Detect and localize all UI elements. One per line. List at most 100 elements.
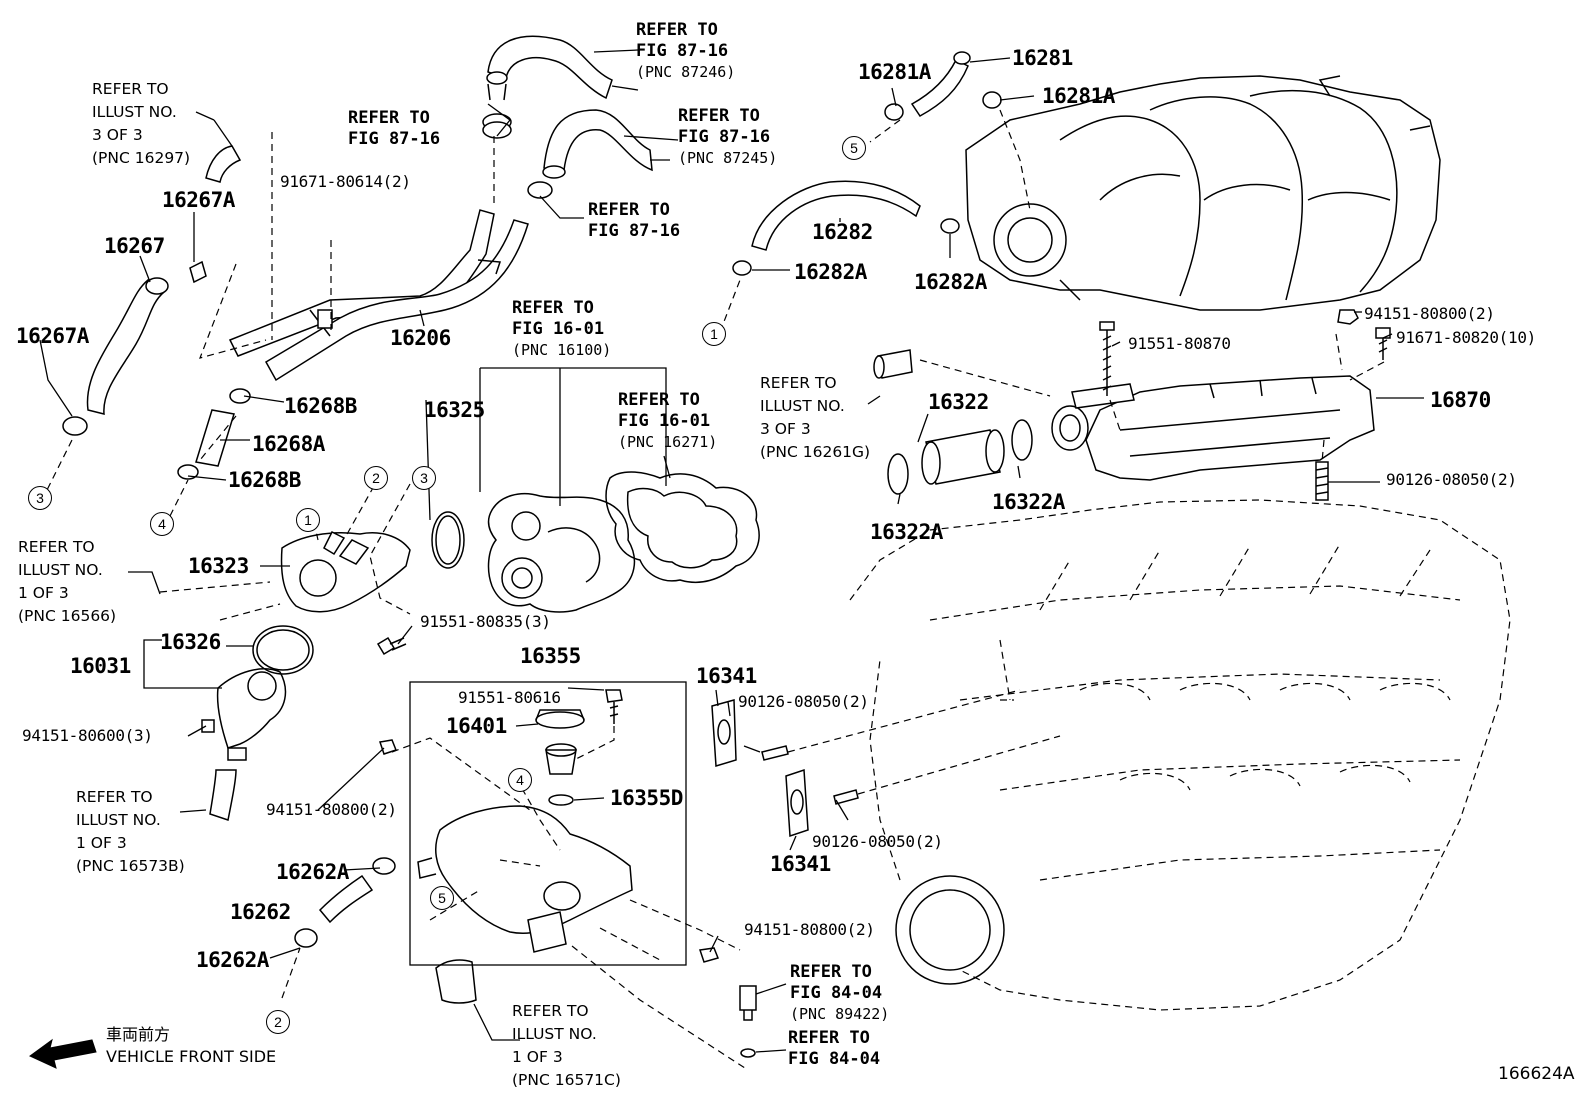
label-16322A-low[interactable]: 16322A (870, 520, 943, 544)
label-91551-80835[interactable]: 91551-80835(3) (420, 612, 551, 631)
circle-ref-3-left: 3 (28, 486, 52, 510)
label-16325[interactable]: 16325 (424, 398, 485, 422)
water-pump-gasket (605, 471, 760, 584)
hose-16282 (732, 180, 960, 276)
thermostat-16031 (201, 668, 287, 761)
water-pipe-16322 (887, 419, 1033, 495)
label-90126-08050-r[interactable]: 90126-08050(2) (1386, 470, 1517, 489)
temperature-sensor (739, 985, 757, 1058)
label-16262A-low[interactable]: 16262A (196, 948, 269, 972)
label-91551-80616[interactable]: 91551-80616 (458, 688, 561, 707)
hose-refer-16261G (873, 349, 913, 379)
circle-ref-2-bottom: 2 (266, 1010, 290, 1034)
label-16206[interactable]: 16206 (390, 326, 451, 350)
circle-ref-5-top: 5 (842, 136, 866, 160)
label-90126-08050-m1[interactable]: 90126-08050(2) (738, 692, 869, 711)
label-16355D[interactable]: 16355D (610, 786, 683, 810)
gasket-16341-lower (785, 768, 809, 838)
water-bypass-pipe (228, 209, 529, 382)
label-94151-80800-b[interactable]: 94151-80800(2) (744, 920, 875, 939)
label-94151-80800-tr[interactable]: 94151-80800(2) (1364, 304, 1495, 323)
label-16282A-right[interactable]: 16282A (914, 270, 987, 294)
label-16262[interactable]: 16262 (230, 900, 291, 924)
label-94151-80800-l[interactable]: 94151-80800(2) (266, 800, 397, 819)
label-16282A-left[interactable]: 16282A (794, 260, 867, 284)
dashed-guides (41, 109, 1385, 1071)
hose-16281 (884, 51, 1002, 121)
vehicle-front-jp: 車両前方 (106, 1025, 171, 1044)
label-16281A-left[interactable]: 16281A (858, 60, 931, 84)
o-ring-16325 (431, 511, 465, 569)
label-16341-low[interactable]: 16341 (770, 852, 831, 876)
hose-16262 (294, 857, 396, 948)
label-16326[interactable]: 16326 (160, 630, 221, 654)
engine-block (849, 499, 1511, 1011)
bolt-91551-80616 (605, 689, 623, 724)
assembly-box-16355 (409, 681, 687, 966)
bolts-right (1099, 309, 1391, 501)
gasket-16326 (252, 625, 314, 675)
label-16401[interactable]: 16401 (446, 714, 507, 738)
label-16341-top[interactable]: 16341 (696, 664, 757, 688)
label-16322[interactable]: 16322 (928, 390, 989, 414)
label-16268A[interactable]: 16268A (252, 432, 325, 456)
leader-lines (39, 49, 1424, 1053)
water-inlet-housing-16323 (280, 530, 411, 613)
bolt-91551-80835 (376, 636, 407, 656)
vehicle-front-label: 車両前方 VEHICLE FRONT SIDE (106, 1024, 276, 1068)
label-90126-08050-m2[interactable]: 90126-08050(2) (812, 832, 943, 851)
label-16281A-right[interactable]: 16281A (1042, 84, 1115, 108)
heater-hose-lower (527, 109, 653, 199)
label-16267A-top[interactable]: 16267A (162, 188, 235, 212)
circle-ref-4-box: 4 (508, 768, 532, 792)
hose-refer-16297 (205, 145, 242, 183)
hose-16268 (177, 388, 251, 480)
water-outlet-16870 (1051, 375, 1375, 481)
circle-ref-1-top: 1 (702, 322, 726, 346)
label-16282[interactable]: 16282 (812, 220, 873, 244)
label-16031[interactable]: 16031 (70, 654, 131, 678)
vehicle-front-en: VEHICLE FRONT SIDE (106, 1047, 277, 1066)
label-16268B-top[interactable]: 16268B (284, 394, 357, 418)
label-16262A-top[interactable]: 16262A (276, 860, 349, 884)
gasket-16341-upper (711, 699, 737, 767)
label-16355[interactable]: 16355 (520, 644, 581, 668)
hose-refer-16573B (209, 769, 237, 821)
label-16267[interactable]: 16267 (104, 234, 165, 258)
label-91671-80820[interactable]: 91671-80820(10) (1396, 328, 1536, 347)
label-91671-80614[interactable]: 91671-80614(2) (280, 172, 411, 191)
hose-refer-16571C (435, 959, 477, 1004)
radiator-cap-16401 (535, 709, 585, 729)
circle-ref-5-box: 5 (430, 886, 454, 910)
label-16281[interactable]: 16281 (1012, 46, 1073, 70)
hose-16267 (62, 260, 207, 436)
stud-90126-08050 (761, 745, 859, 805)
water-pump (487, 492, 636, 613)
label-16268B-low[interactable]: 16268B (228, 468, 301, 492)
label-16322A-right[interactable]: 16322A (992, 490, 1065, 514)
label-94151-80600[interactable]: 94151-80600(3) (22, 726, 153, 745)
filler-neck-16355D (545, 743, 577, 806)
label-16323[interactable]: 16323 (188, 554, 249, 578)
heater-hose-upper (482, 35, 613, 139)
label-16870[interactable]: 16870 (1430, 388, 1491, 412)
label-91551-80870[interactable]: 91551-80870 (1128, 334, 1231, 353)
circle-ref-1-housing: 1 (296, 508, 320, 532)
label-16267A-low[interactable]: 16267A (16, 324, 89, 348)
vehicle-front-arrow (29, 1038, 97, 1069)
